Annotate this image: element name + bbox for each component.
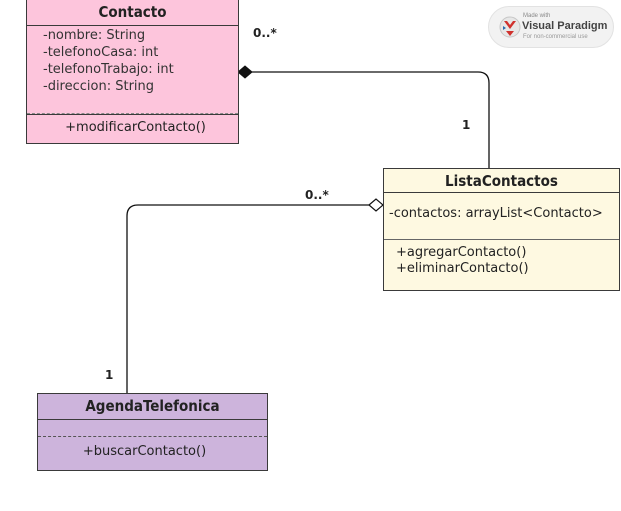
multiplicity-lista-composition: 1 — [462, 118, 471, 132]
class-listacontactos-name: ListaContactos — [384, 169, 619, 193]
attribute: -telefonoTrabajo: int — [43, 62, 174, 77]
class-agendatelefonica-name: AgendaTelefonica — [38, 394, 267, 420]
attribute: -nombre: String — [43, 28, 146, 43]
composition-diamond-icon — [237, 65, 253, 79]
watermark-note: For non-commercial use — [523, 34, 588, 40]
class-listacontactos-attributes: -contactos: arrayList<Contacto> — [384, 193, 619, 240]
operation: +agregarContacto() — [396, 245, 527, 260]
class-agendatelefonica[interactable]: AgendaTelefonica +buscarContacto() — [37, 393, 268, 471]
visual-paradigm-logo-icon — [499, 16, 521, 38]
multiplicity-agenda: 1 — [105, 368, 114, 382]
class-contacto-name: Contacto — [27, 0, 238, 26]
operation: +eliminarContacto() — [396, 261, 529, 276]
class-contacto[interactable]: Contacto -nombre: String -telefonoCasa: … — [26, 0, 239, 144]
class-contacto-attributes: -nombre: String -telefonoCasa: int -tele… — [27, 26, 238, 114]
watermark-brand: Visual Paradigm — [522, 20, 608, 32]
watermark-made-with: Made with — [523, 13, 551, 19]
attribute: -contactos: arrayList<Contacto> — [389, 206, 603, 221]
attribute: -direccion: String — [43, 79, 155, 94]
visual-paradigm-watermark: Made with Visual Paradigm For non-commer… — [488, 6, 614, 48]
class-agendatelefonica-operations: +buscarContacto() — [38, 437, 267, 467]
composition-line — [252, 71, 490, 168]
aggregation-diamond-icon — [368, 198, 384, 212]
class-listacontactos-operations: +agregarContacto() +eliminarContacto() — [384, 240, 619, 277]
multiplicity-contacto: 0..* — [253, 26, 277, 40]
aggregation-line — [126, 204, 369, 393]
attribute: -telefonoCasa: int — [43, 45, 159, 60]
class-contacto-operations: +modificarContacto() — [27, 114, 238, 145]
class-agendatelefonica-attributes — [38, 420, 267, 437]
operation: +modificarContacto() — [65, 120, 206, 135]
multiplicity-lista-aggregation: 0..* — [305, 188, 329, 202]
operation: +buscarContacto() — [82, 444, 207, 459]
class-listacontactos[interactable]: ListaContactos -contactos: arrayList<Con… — [383, 168, 620, 291]
